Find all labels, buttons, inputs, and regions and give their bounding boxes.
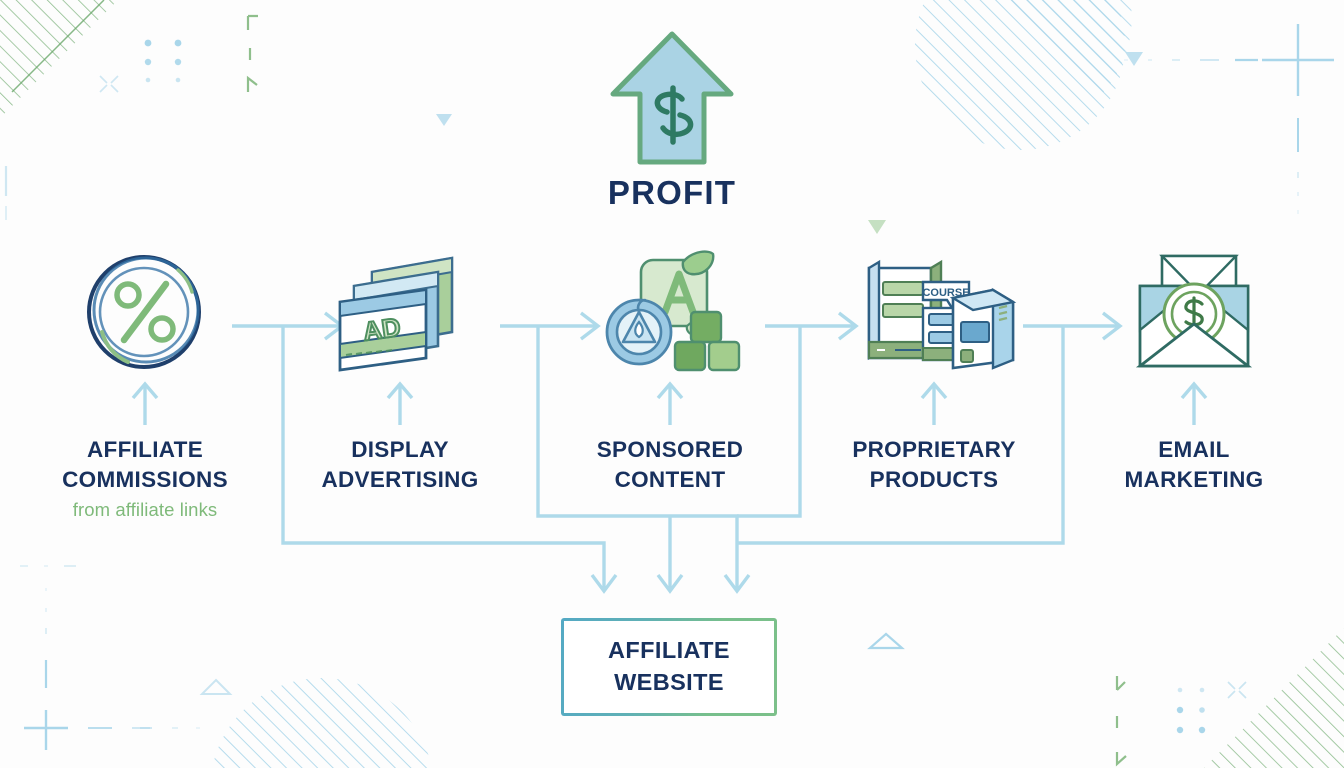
ad-banners-icon: AD <box>330 250 470 375</box>
deco-bracket-green-top <box>246 14 258 92</box>
deco-triangles <box>199 52 1143 695</box>
node-label: DISPLAY ADVERTISING <box>321 435 478 495</box>
deco-bottom-right-hatch <box>1204 628 1344 768</box>
node-sponsored-content[interactable]: SPONSORED CONTENT <box>550 250 790 499</box>
up-arrow-4 <box>920 381 948 425</box>
node-label-line1: EMAIL <box>1158 437 1230 462</box>
affiliate-website-label-line1: AFFILIATE <box>608 637 730 664</box>
affiliate-website-box[interactable]: AFFILIATE WEBSITE <box>561 618 777 716</box>
sponsored-content-icon <box>595 250 745 375</box>
node-affiliate-commissions[interactable]: AFFILIATE COMMISSIONS from affiliate lin… <box>25 250 265 521</box>
feeder-right <box>737 327 1065 545</box>
feeder-products <box>737 327 802 518</box>
deco-marks-blue <box>4 24 1334 750</box>
node-label: PROPRIETARY PRODUCTS <box>852 435 1015 495</box>
feeder-center-right <box>536 327 751 594</box>
node-label-line1: AFFILIATE <box>86 437 203 462</box>
up-arrow-5 <box>1180 381 1208 425</box>
node-label: SPONSORED CONTENT <box>597 435 743 495</box>
node-label-line1: SPONSORED <box>596 437 744 462</box>
node-label: AFFILIATE COMMISSIONS <box>62 435 228 495</box>
node-label-line1: PROPRIETARY <box>852 437 1016 462</box>
page-title: PROFIT <box>607 174 737 211</box>
affiliate-website-label-line2: WEBSITE <box>614 669 724 695</box>
node-email-marketing[interactable]: EMAIL MARKETING <box>1074 250 1314 499</box>
affiliate-website-label: AFFILIATE WEBSITE <box>608 635 730 698</box>
node-label-line2: MARKETING <box>1124 466 1264 492</box>
profit-block: PROFIT <box>0 28 1344 212</box>
deco-bottom-right-marks <box>1115 676 1247 767</box>
chain-arrow-2 <box>500 311 601 341</box>
svg-text:AD: AD <box>361 312 402 347</box>
node-label-line2: CONTENT <box>614 466 726 492</box>
up-arrow-dollar-icon <box>607 28 737 168</box>
node-label-line2: COMMISSIONS <box>62 466 228 492</box>
envelope-dollar-icon <box>1124 250 1264 375</box>
chain-arrow-3 <box>765 311 859 341</box>
up-arrow-3 <box>656 381 684 425</box>
node-subtitle: from affiliate links <box>72 498 218 520</box>
chain-arrow-4 <box>1023 311 1123 341</box>
percent-circle-icon <box>80 250 210 375</box>
deco-top-right-hatch-circle <box>915 0 1132 150</box>
node-label-line2: ADVERTISING <box>321 466 479 492</box>
feeder-left <box>281 327 618 594</box>
books-course-box-icon: COURSE <box>849 250 1019 375</box>
node-display-advertising[interactable]: AD DISPLAY ADVERTISING <box>280 250 520 499</box>
deco-bottom-left-hatch-circle <box>212 678 432 768</box>
node-label: EMAIL MARKETING <box>1125 435 1264 495</box>
deco-dot-grid-top <box>99 39 182 93</box>
deco-top-left-hatch <box>0 0 118 118</box>
up-arrow-2 <box>386 381 414 425</box>
node-label-line2: PRODUCTS <box>869 466 999 492</box>
affiliate-website-box-inner: AFFILIATE WEBSITE <box>564 621 774 713</box>
up-arrow-1 <box>131 381 159 425</box>
feeder-middle <box>656 516 684 594</box>
node-proprietary-products[interactable]: COURSE PROPRIETARY PRODUC <box>814 250 1054 499</box>
node-label-line1: DISPLAY <box>351 437 449 462</box>
